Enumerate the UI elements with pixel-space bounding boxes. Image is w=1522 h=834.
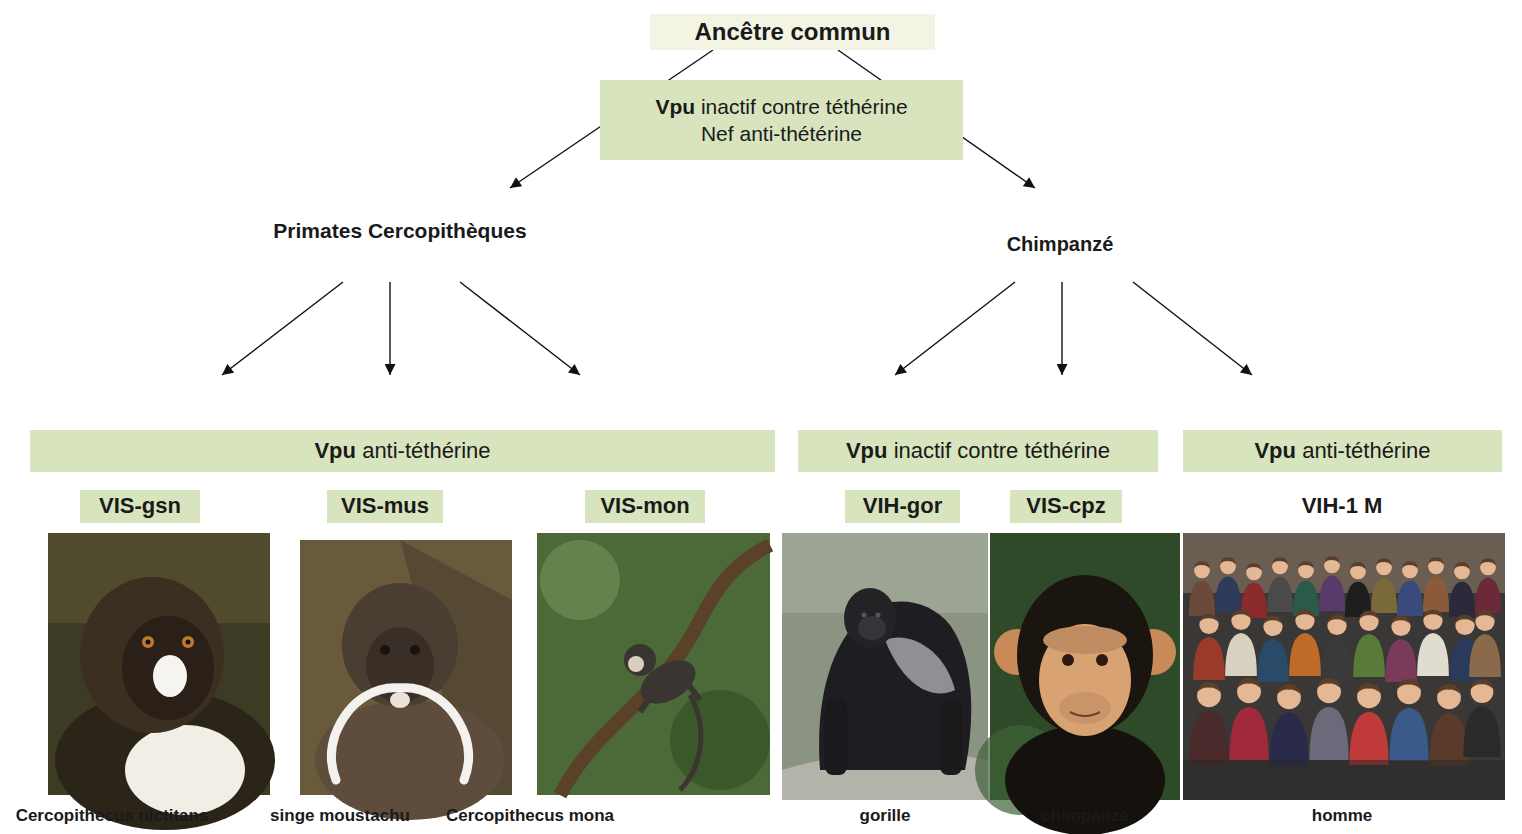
text-line: VIH-1 M [1302,492,1383,521]
text-line: Primates Cercopithèques [232,217,568,244]
virus-label-text: VIS-mus [341,493,429,518]
lineage-arrow [895,282,1015,375]
trait-band-text: Vpu [846,438,888,463]
trait-band: Vpuanti-téthérine [1183,430,1502,472]
virus-label: VIS-mon [585,490,705,523]
text-block: Primates Cercopithèques [232,217,568,244]
text-block: Vpu inactif contre téthérineNef anti-thét… [655,93,907,148]
trait-band-text: Vpu [1254,438,1296,463]
text-block: Vpuinactif contre téthérine [846,437,1110,466]
text-block: VIS-mus [341,492,429,521]
ancestor-box: Ancêtre commun [650,14,935,50]
chimpanzee-photo [975,533,1180,834]
lineage-arrow [1133,282,1252,375]
virus-label-text: VIS-mon [600,493,689,518]
text-block: VIS-gsn [99,492,181,521]
species-column: Cercopithecus mona VIS-mon [410,375,772,830]
text-line: Nef anti-thétérine [655,120,907,147]
virus-label: VIS-gsn [80,490,200,523]
species-name: homme [1312,806,1372,826]
text-line: Vpuinactif contre téthérine [846,437,1110,466]
text-line: VIS-mon [600,492,689,521]
species-name: gorille [859,806,910,826]
virus-label: VIH-gor [845,490,960,523]
virus-label-text: VIH-gor [863,493,942,518]
clade-label-text: Chimpanzé [1007,233,1114,255]
text-line: Vpu inactif contre téthérine [655,93,907,120]
text-line: VIS-gsn [99,492,181,521]
virus-label: VIH-1 M [1282,490,1402,523]
trait-band-text: anti-téthérine [1302,438,1430,463]
text-block: Vpuanti-téthérine [1254,437,1430,466]
clade-label: Primates Cercopithèques [232,188,568,282]
text-block: VIS-cpz [1026,492,1105,521]
text-line: Chimpanzé [952,231,1168,257]
monkey-photo [300,540,512,820]
species-column: homme VIH-1 M [1183,375,1505,830]
text-block: VIH-gor [863,492,942,521]
lineage-arrow [389,282,390,375]
virus-label-text: VIH-1 M [1302,493,1383,518]
clade-label-text: Primates Cercopithèques [273,219,526,242]
gorilla-photo [782,533,988,800]
virus-label: VIS-cpz [1010,490,1122,523]
text-block: Vpuanti-téthérine [314,437,490,466]
trait-box-text: Vpu [655,95,695,118]
trait-band-text: Vpu [314,438,356,463]
ancestor-box-text: Ancêtre commun [694,18,890,45]
text-block: Ancêtre commun [694,16,890,47]
lineage-arrow [222,282,343,375]
species-name: chimpanzé [1041,806,1129,826]
trait-band: Vpuanti-téthérine [30,430,775,472]
text-line: Ancêtre commun [694,16,890,47]
lineage-arrow [460,282,580,375]
virus-label: VIS-mus [327,490,443,523]
clade-label: Chimpanzé [952,188,1168,282]
monkey-photo [537,533,770,795]
species-column: Cercopithecus nictitans VIS-gsn [4,375,270,830]
trait-band-text: anti-téthérine [362,438,490,463]
text-block: VIH-1 M [1302,492,1383,521]
trait-box-text: inactif contre téthérine [701,95,908,118]
text-line: VIS-mus [341,492,429,521]
virus-label-text: VIS-cpz [1026,493,1105,518]
monkey-photo [48,533,275,830]
text-line: Vpuanti-téthérine [1254,437,1430,466]
text-line: VIH-gor [863,492,942,521]
trait-band-text: inactif contre téthérine [894,438,1110,463]
species-name: Cercopithecus nictitans [16,806,209,826]
trait-box-text: Nef anti-thétérine [701,122,862,145]
species-name: Cercopithecus mona [446,806,614,826]
trait-band: Vpuinactif contre téthérine [798,430,1158,472]
text-line: VIS-cpz [1026,492,1105,521]
species-name: singe moustachu [270,806,410,826]
text-block: VIS-mon [600,492,689,521]
virus-label-text: VIS-gsn [99,493,181,518]
trait-box: Vpu inactif contre téthérineNef anti-thét… [600,80,963,160]
lineage-arrow [1061,282,1062,375]
species-column: singe moustachu VIS-mus [272,375,517,830]
text-line: Vpuanti-téthérine [314,437,490,466]
crowd-photo [1183,533,1505,800]
species-column: gorille VIH-gor [782,375,988,830]
species-column: chimpanzé VIS-cpz [990,375,1180,830]
text-block: Chimpanzé [952,231,1168,257]
